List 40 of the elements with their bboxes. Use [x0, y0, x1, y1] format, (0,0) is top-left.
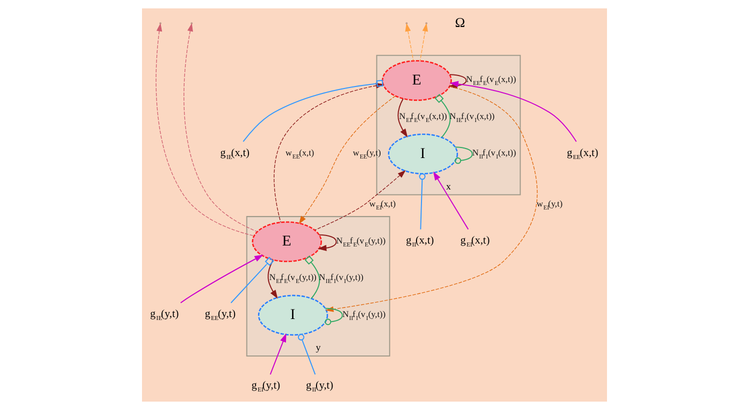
arrow	[269, 333, 286, 375]
connector	[324, 308, 342, 326]
arrow	[180, 254, 263, 304]
edge-label: N$_{IE}$f$_{I}$(v$_{I}$(y,t))	[318, 272, 363, 286]
edge-label: w$_{EE}$(x,t)	[285, 148, 314, 161]
node-text: g$_{EI}$(y,t)	[251, 380, 280, 394]
arrow	[273, 82, 384, 223]
connector	[297, 334, 316, 375]
arrow	[298, 96, 396, 224]
arrow	[397, 98, 408, 138]
edge-label: w$_{EI}$(y,t)	[536, 198, 562, 212]
edge-label: N$_{II}$f$_{I}$(v$_{I}$(y,t))	[342, 308, 386, 322]
edge-label: N$_{EI}$f$_{E}$(v$_{E}$(x,t))	[398, 110, 446, 124]
arrow	[432, 171, 468, 230]
arrow	[449, 80, 576, 142]
label: Ω	[454, 14, 465, 30]
arrow	[267, 260, 278, 299]
node-text: g$_{II}$(y,t)	[305, 380, 333, 394]
connector	[434, 94, 450, 138]
node-text: g$_{IE}$(y,t)	[150, 308, 178, 322]
connector	[242, 80, 383, 142]
edge-label: N$_{EE}$f$_{E}$(v$_{E}$(x,t))	[466, 74, 516, 88]
connector	[230, 256, 274, 304]
connector	[454, 146, 472, 164]
node-ellipse: I	[387, 134, 458, 174]
arrow	[317, 234, 336, 252]
edge-label: N$_{EE}$f$_{E}$(v$_{E}$(y,t))	[336, 235, 386, 248]
node-text: g$_{EE}$(y,t)	[204, 308, 236, 322]
edge-label: N$_{EI}$f$_{E}$(v$_{E}$(y,t))	[268, 272, 316, 286]
edge-label: N$_{II}$f$_{I}$(v$_{I}$(x,t))	[472, 148, 516, 161]
edge-label: w$_{EE}$(y,t)	[352, 148, 380, 161]
connector	[304, 256, 320, 299]
node-text: g$_{EI}$(x,t)	[460, 234, 490, 249]
node-text: g$_{II}$(x,t)	[405, 234, 434, 249]
connector	[418, 173, 426, 230]
node-text: g$_{IE}$(x,t)	[220, 146, 250, 161]
node-text: g$_{EE}$(x,t)	[566, 146, 598, 161]
arrow	[314, 170, 406, 230]
edge-label: w$_{EI}$(x,t)	[368, 198, 396, 212]
node-ellipse: I	[258, 294, 328, 336]
